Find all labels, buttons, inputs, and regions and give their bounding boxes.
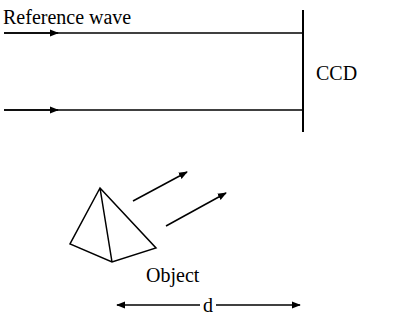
ccd-plane <box>302 10 304 132</box>
ray-arrow <box>4 109 58 111</box>
reference-ray <box>4 32 303 34</box>
dimension-label: d <box>200 294 216 316</box>
object-wave-arrow <box>133 172 187 201</box>
wave-label: Reference wave <box>3 6 131 28</box>
device-label: CCD <box>316 62 357 84</box>
pyramid-object <box>70 188 156 262</box>
object-wave-arrow <box>166 193 226 226</box>
object-label: Object <box>146 264 199 286</box>
ray-arrow <box>4 32 58 34</box>
reference-ray <box>4 109 303 111</box>
